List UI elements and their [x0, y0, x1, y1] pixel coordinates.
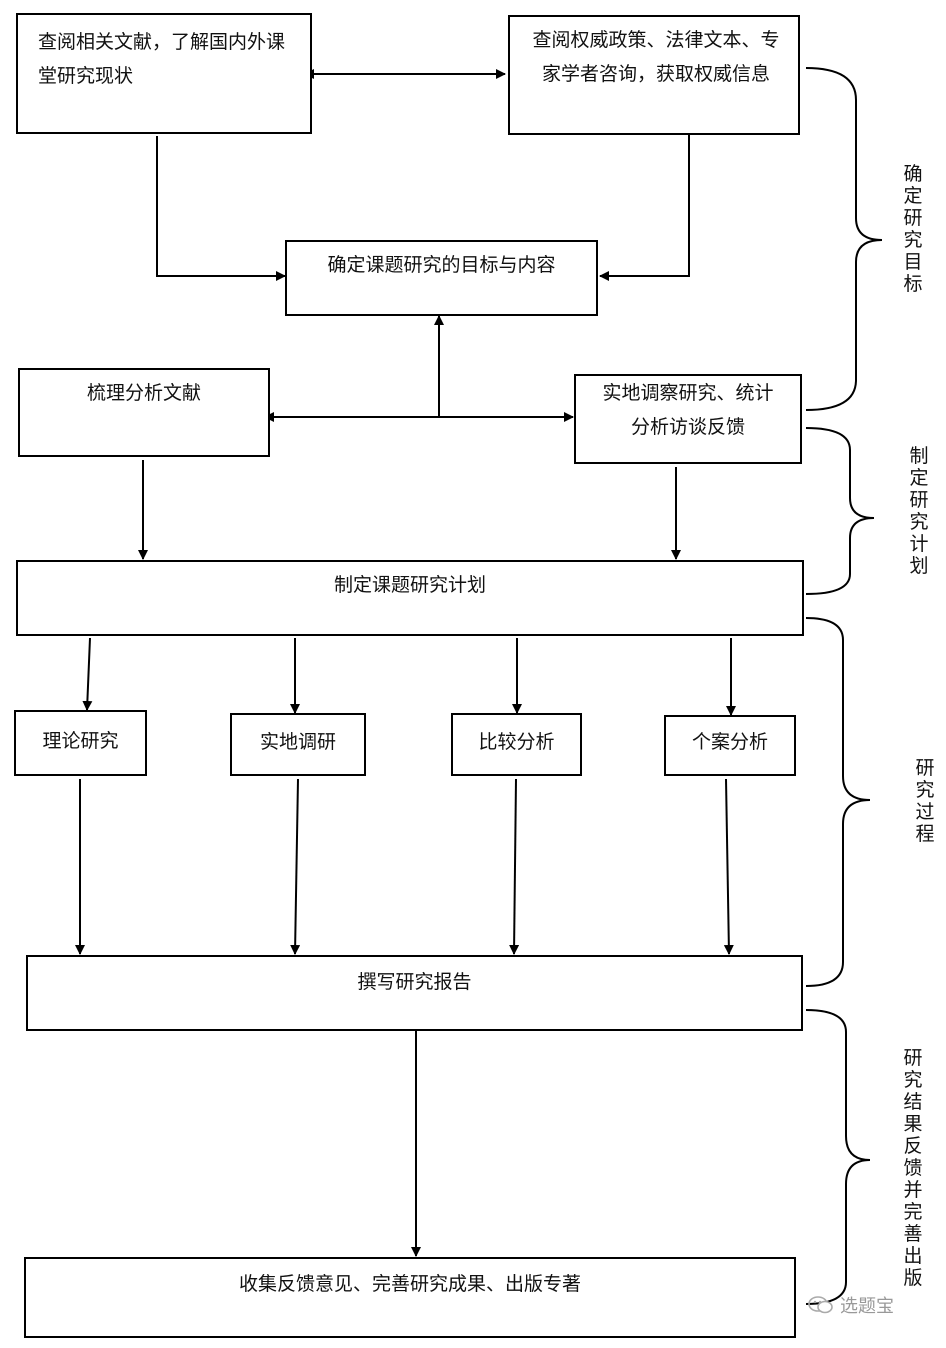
box-theory-research: 理论研究 — [14, 710, 147, 776]
brace-stage-2 — [805, 427, 875, 595]
stage-label-make-plan: 制定研究计划 — [909, 445, 929, 577]
stage-label-determine-goal: 确定研究目标 — [903, 163, 923, 295]
wechat-icon — [808, 1296, 833, 1314]
box-goal-content: 确定课题研究的目标与内容 — [285, 240, 598, 316]
brace-stage-3 — [805, 617, 871, 987]
arrow-field-to-report — [290, 778, 301, 955]
box-authority-info: 查阅权威政策、法律文本、专家学者咨询，获取权威信息 — [508, 15, 800, 135]
box-literature-review: 查阅相关文献，了解国内外课堂研究现状 — [16, 13, 312, 134]
arrow-plan-to-theory — [82, 637, 93, 711]
box-field-research: 实地调研 — [230, 713, 366, 776]
watermark: 选题宝 — [808, 1292, 928, 1318]
box-field-survey-stats: 实地调察研究、统计分析访谈反馈 — [574, 374, 802, 464]
box-theory-research-text: 理论研究 — [42, 730, 119, 752]
stage-label-feedback-publish: 研究结果反馈并完善出版 — [903, 1047, 923, 1289]
box-publish: 收集反馈意见、完善研究成果、出版专著 — [24, 1257, 796, 1338]
arrow-case-to-report — [723, 778, 734, 955]
box-authority-info-text: 查阅权威政策、法律文本、专家学者咨询，获取权威信息 — [532, 29, 780, 85]
box-case-analysis-text: 个案分析 — [691, 731, 768, 753]
box-research-report: 撰写研究报告 — [26, 955, 803, 1031]
box-publish-text: 收集反馈意见、完善研究成果、出版专著 — [238, 1273, 581, 1295]
box-literature-review-text: 查阅相关文献，了解国内外课堂研究现状 — [38, 31, 286, 87]
arrow-authority-to-goal — [599, 134, 690, 281]
box-case-analysis: 个案分析 — [664, 715, 796, 776]
box-research-report-text: 撰写研究报告 — [357, 971, 472, 993]
arrow-lit-to-goal — [156, 136, 286, 281]
watermark-text: 选题宝 — [840, 1296, 894, 1317]
stage-label-research-process: 研究过程 — [915, 757, 935, 845]
box-field-survey-stats-text: 实地调察研究、统计分析访谈反馈 — [602, 382, 774, 438]
brace-stage-4 — [805, 1009, 871, 1305]
box-field-research-text: 实地调研 — [259, 731, 336, 753]
box-research-plan-text: 制定课题研究计划 — [333, 574, 486, 596]
box-goal-content-text: 确定课题研究的目标与内容 — [327, 254, 556, 276]
box-comparison-text: 比较分析 — [478, 731, 555, 753]
box-research-plan: 制定课题研究计划 — [16, 560, 804, 636]
brace-stage-1 — [805, 67, 883, 411]
box-sort-literature-text: 梳理分析文献 — [86, 382, 201, 404]
arrow-compare-to-report — [509, 778, 520, 955]
box-comparison: 比较分析 — [451, 713, 582, 776]
box-sort-literature: 梳理分析文献 — [18, 368, 270, 457]
